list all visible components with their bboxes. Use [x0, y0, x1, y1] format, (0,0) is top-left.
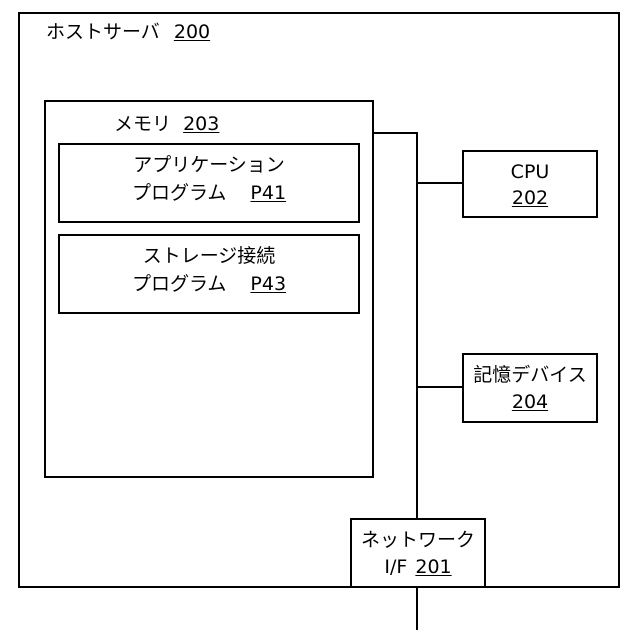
storage-connection-program-label: プログラム: [132, 273, 226, 295]
host-server-ref: 200: [174, 21, 210, 43]
storage-device-box: 記憶デバイス 204: [462, 353, 598, 423]
application-program-line1: アプリケーション: [60, 153, 358, 178]
storage-device-label: 記憶デバイス: [464, 363, 596, 388]
external-network-line: [416, 588, 418, 630]
storage-device-ref-line: 204: [464, 390, 596, 415]
application-program-box: アプリケーション プログラム P41: [58, 143, 360, 223]
memory-bus-connector: [372, 132, 418, 134]
storage-connection-program-line2: プログラム P43: [60, 272, 358, 297]
cpu-box: CPU 202: [462, 150, 598, 218]
network-interface-prefix: I/F: [384, 556, 407, 578]
cpu-bus-connector: [416, 182, 462, 184]
application-program-line2: プログラム P41: [60, 181, 358, 206]
host-server-title: ホストサーバ 200: [46, 20, 210, 44]
network-interface-line1: ネットワーク: [352, 528, 484, 553]
memory-title: メモリ 203: [114, 112, 219, 136]
storage-connection-program-line1: ストレージ接続: [60, 244, 358, 269]
application-program-ref: P41: [250, 182, 286, 204]
storage-device-ref: 204: [512, 391, 548, 413]
network-interface-ref: 201: [415, 556, 451, 578]
application-program-label: プログラム: [132, 182, 226, 204]
storage-device-bus-connector: [416, 386, 462, 388]
cpu-ref: 202: [512, 187, 548, 209]
storage-connection-program-ref: P43: [250, 273, 286, 295]
host-server-label: ホストサーバ: [46, 21, 160, 43]
memory-ref: 203: [183, 113, 219, 135]
cpu-ref-line: 202: [464, 186, 596, 211]
network-interface-line2: I/F 201: [352, 555, 484, 580]
storage-connection-program-box: ストレージ接続 プログラム P43: [58, 234, 360, 314]
cpu-label: CPU: [464, 160, 596, 185]
network-interface-box: ネットワーク I/F 201: [350, 518, 486, 588]
memory-label: メモリ: [114, 113, 171, 135]
